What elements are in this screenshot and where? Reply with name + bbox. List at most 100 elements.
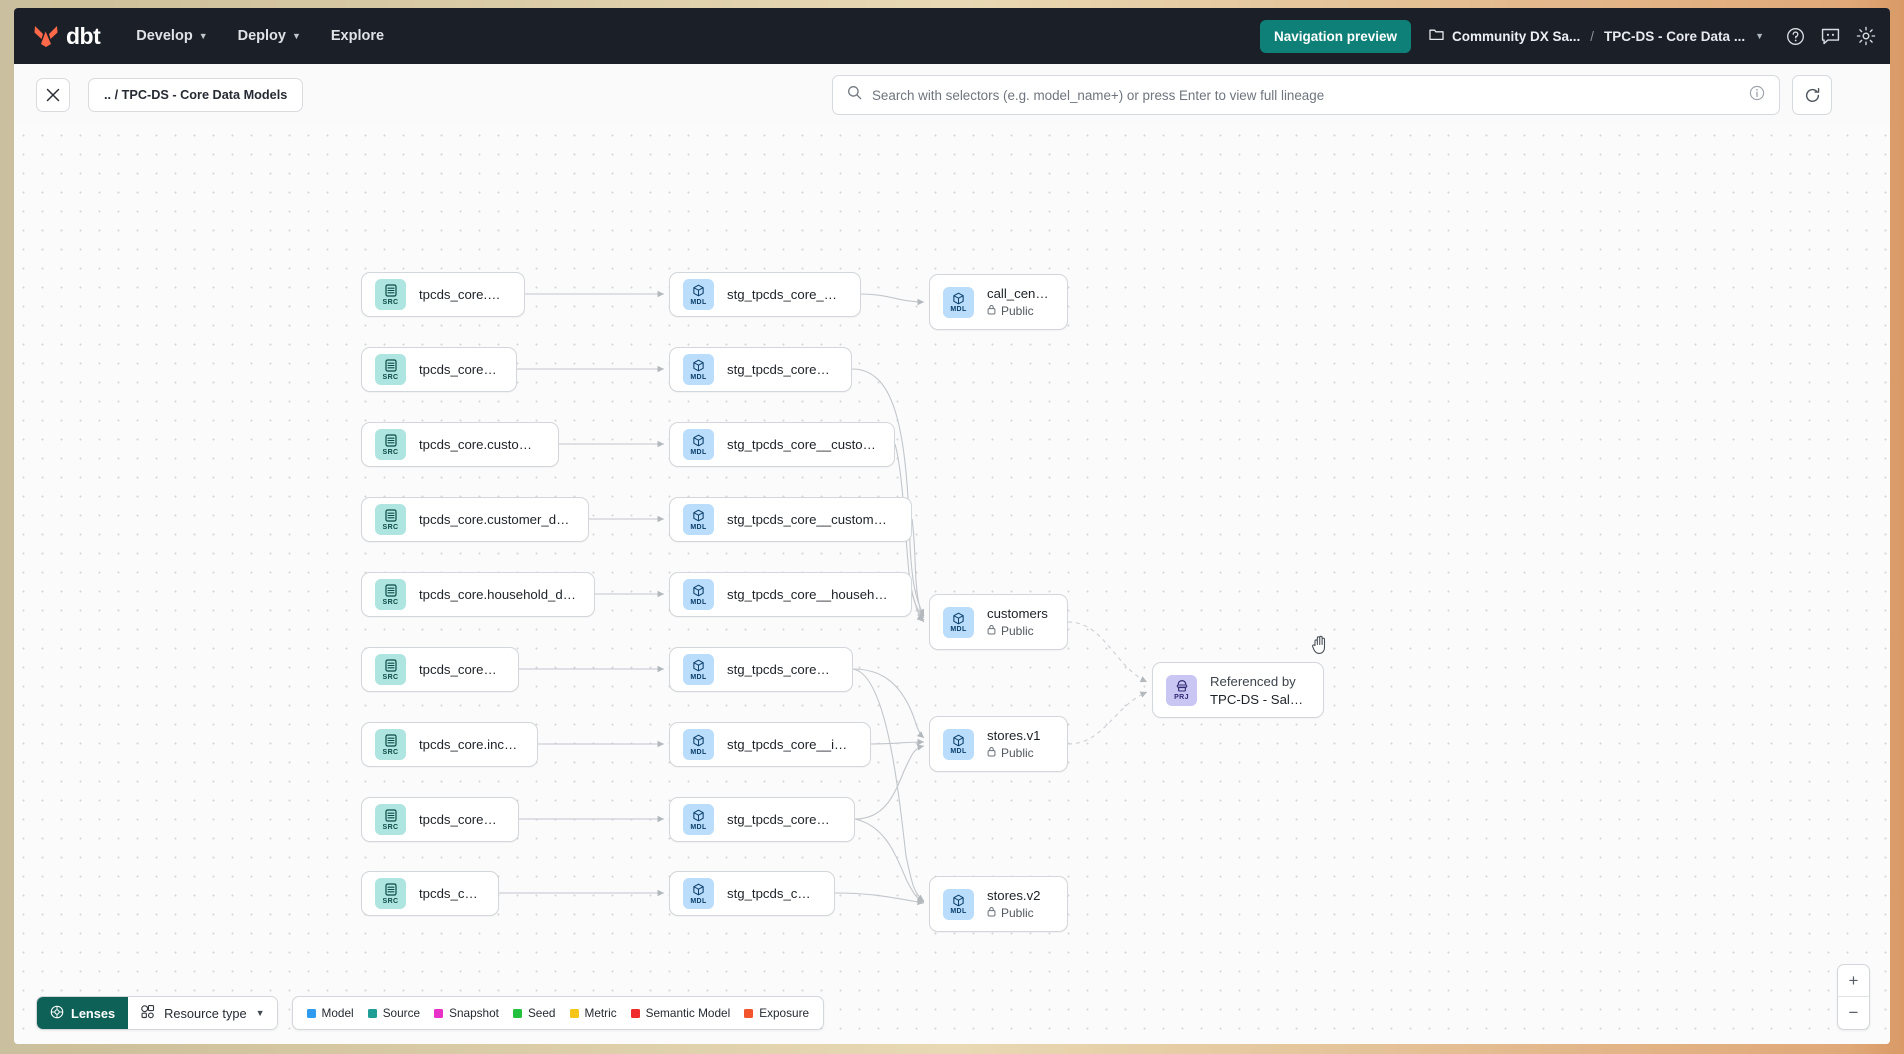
legend-swatch (630, 1008, 640, 1018)
lineage-node-source[interactable]: SRC tpcds_core.call_center (361, 272, 525, 317)
model-badge: MDL (943, 606, 974, 638)
gear-icon[interactable] (1856, 26, 1876, 46)
model-badge: MDL (683, 504, 714, 535)
zoom-out-button[interactable]: − (1848, 1003, 1859, 1022)
source-badge: SRC (375, 354, 406, 385)
database-icon (384, 809, 397, 823)
lenses-button[interactable]: Lenses (37, 997, 129, 1029)
node-title: tpcds_core.customer_demographics (419, 512, 570, 527)
lineage-node-model[interactable]: MDL stg_tpcds_core__income_band (669, 722, 871, 767)
node-labels: tpcds_core.call_center (419, 287, 506, 302)
dbt-logo[interactable]: dbt (32, 23, 101, 50)
node-title: call_centers (987, 286, 1049, 301)
node-access: Public (987, 624, 1048, 638)
breadcrumb: Community DX Sa... / TPC-DS - Core Data … (1429, 28, 1764, 44)
nav-item-explore[interactable]: Explore (331, 28, 384, 44)
search-box[interactable] (832, 75, 1780, 115)
help-circle-icon[interactable] (1786, 27, 1805, 46)
cube-icon (952, 893, 965, 907)
node-labels: stores.v2 Public (987, 888, 1041, 920)
close-button[interactable] (36, 78, 70, 112)
lineage-node-source[interactable]: SRC tpcds_core.household_demographics (361, 572, 595, 617)
node-title: stores.v1 (987, 728, 1041, 743)
source-badge-label: SRC (382, 897, 399, 905)
nav-item-develop[interactable]: Develop ▼ (136, 28, 207, 44)
cube-icon (692, 359, 705, 373)
node-access-label: Public (1001, 304, 1034, 318)
node-title: stg_tpcds_core__date_dim (727, 662, 834, 677)
breadcrumb-account[interactable]: Community DX Sa... (1452, 28, 1581, 44)
node-title: stg_tpcds_core__customer_demogra… (727, 512, 893, 527)
info-icon[interactable] (1749, 85, 1765, 106)
cube-icon (952, 611, 965, 625)
lineage-node-source[interactable]: SRC tpcds_core.date_dim (361, 647, 519, 692)
source-badge-label: SRC (382, 823, 399, 831)
lineage-node-model[interactable]: MDL stg_tpcds_core__store (669, 871, 835, 916)
lineage-node-public-model[interactable]: MDL stores.v1 Public (929, 716, 1068, 772)
node-labels: call_centers Public (987, 286, 1049, 318)
zoom-in-button[interactable]: + (1838, 965, 1869, 997)
lineage-node-public-model[interactable]: MDL stores.v2 Public (929, 876, 1068, 932)
model-badge: MDL (683, 429, 714, 460)
legend-swatch (569, 1008, 579, 1018)
lineage-node-model[interactable]: MDL stg_tpcds_core__customer_address (669, 422, 895, 467)
lineage-node-source[interactable]: SRC tpcds_core.income_band (361, 722, 538, 767)
cube-icon (692, 734, 705, 748)
lineage-node-model[interactable]: MDL stg_tpcds_core__customer_demogra… (669, 497, 912, 542)
source-badge-label: SRC (382, 598, 399, 606)
node-labels: tpcds_core.customer (419, 362, 498, 377)
lineage-node-source[interactable]: SRC tpcds_core.customer_demographics (361, 497, 589, 542)
legend-label: Semantic Model (645, 1006, 731, 1020)
lineage-graph-canvas[interactable]: SRC tpcds_core.call_center SRC tpcds_cor… (14, 126, 1890, 1044)
lineage-node-source[interactable]: SRC tpcds_core.store (361, 871, 499, 916)
node-title: customers (987, 606, 1048, 621)
lineage-node-public-model[interactable]: MDL call_centers Public (929, 274, 1068, 330)
resource-type-button[interactable]: Resource type ▼ (128, 997, 277, 1029)
source-badge: SRC (375, 279, 406, 310)
node-access: Public (987, 746, 1041, 760)
database-icon (384, 883, 397, 897)
node-title: stores.v2 (987, 888, 1041, 903)
source-badge-label: SRC (382, 523, 399, 531)
model-badge-label: MDL (950, 908, 967, 915)
database-icon (384, 359, 397, 373)
lineage-node-source[interactable]: SRC tpcds_core.customer_address (361, 422, 559, 467)
source-badge: SRC (375, 654, 406, 685)
lineage-node-public-model[interactable]: MDL customers Public (929, 594, 1068, 650)
feedback-icon[interactable] (1821, 28, 1840, 45)
bottom-toolbar: Lenses Resource type ▼ Model Sourc (36, 996, 825, 1030)
model-badge: MDL (943, 888, 974, 920)
breadcrumb-project[interactable]: TPC-DS - Core Data ... (1604, 28, 1746, 44)
nav-item-explore-label: Explore (330, 28, 385, 44)
model-badge-label: MDL (690, 298, 707, 306)
lineage-node-model[interactable]: MDL stg_tpcds_core__call_center (669, 272, 861, 317)
lineage-node-model[interactable]: MDL stg_tpcds_core__inventory (669, 797, 855, 842)
project-icon (1176, 679, 1188, 693)
chevron-down-icon[interactable]: ▼ (1755, 31, 1764, 41)
cube-icon (692, 434, 705, 448)
lineage-node-source[interactable]: SRC tpcds_core.customer (361, 347, 517, 392)
node-labels: tpcds_core.store (419, 886, 480, 901)
lineage-node-source[interactable]: SRC tpcds_core.inventory (361, 797, 519, 842)
resource-type-icon (140, 1004, 155, 1022)
search-input[interactable] (872, 87, 1739, 103)
node-labels: tpcds_core.customer_address (419, 437, 540, 452)
lineage-node-model[interactable]: MDL stg_tpcds_core__household_demogr… (669, 572, 912, 617)
model-badge: MDL (683, 654, 714, 685)
model-badge-label: MDL (690, 373, 707, 381)
lineage-node-model[interactable]: MDL stg_tpcds_core__customer (669, 347, 852, 392)
navigation-preview-button[interactable]: Navigation preview (1259, 19, 1411, 53)
source-badge: SRC (375, 429, 406, 460)
legend-label: Source (382, 1006, 421, 1020)
resource-type-legend: Model Source Snapshot Seed Metric (291, 996, 825, 1030)
legend-item-source: Source (367, 1006, 421, 1020)
node-labels: stg_tpcds_core__customer_demogra… (727, 512, 893, 527)
source-badge: SRC (375, 504, 406, 535)
refresh-button[interactable] (1792, 75, 1832, 115)
lenses-group: Lenses Resource type ▼ (36, 996, 278, 1030)
lineage-breadcrumb-button[interactable]: .. / TPC-DS - Core Data Models (88, 78, 304, 112)
node-title: tpcds_core.date_dim (419, 662, 500, 677)
lineage-node-model[interactable]: MDL stg_tpcds_core__date_dim (669, 647, 853, 692)
lineage-node-referenced-by[interactable]: PRJ Referenced by TPC-DS - Sales Analyti… (1152, 662, 1324, 718)
nav-item-deploy[interactable]: Deploy ▼ (238, 28, 301, 44)
